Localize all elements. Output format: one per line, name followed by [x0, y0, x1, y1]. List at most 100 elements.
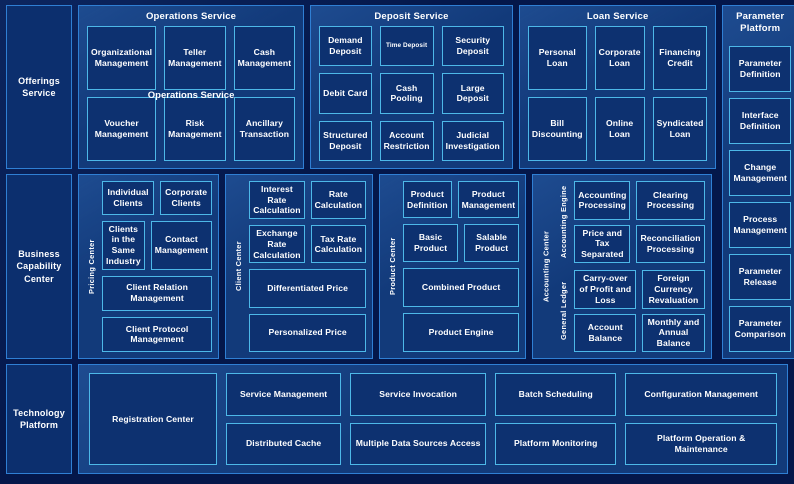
- item-financing-credit[interactable]: Financing Credit: [652, 26, 708, 90]
- item-demand-deposit[interactable]: Demand Deposit: [319, 26, 372, 67]
- item-parameter-release[interactable]: Parameter Release: [729, 253, 791, 300]
- spine-business-capability-center: Business Capability Center: [6, 174, 72, 359]
- item-account-balance[interactable]: Account Balance: [574, 313, 637, 352]
- loan-service-items: Personal Loan Corporate Loan Financing C…: [527, 26, 708, 161]
- panel-technology-platform[interactable]: Registration Center Service Management D…: [78, 364, 788, 474]
- item-time-deposit[interactable]: Time Deposit: [379, 26, 434, 67]
- spine-technology-platform: Technology Platform: [6, 364, 72, 474]
- item-registration-center[interactable]: Registration Center: [89, 373, 217, 465]
- deposit-service-items: Demand Deposit Time Deposit Security Dep…: [319, 26, 504, 161]
- item-process-management[interactable]: Process Management: [729, 201, 791, 248]
- row-pair-1: Individual Clients Corporate Clients: [102, 181, 213, 215]
- item-syndicated-loan[interactable]: Syndicated Loan: [652, 97, 708, 161]
- tech-column-2: Service Invocation Multiple Data Sources…: [350, 373, 487, 465]
- item-clients-in-the-same-industry[interactable]: Clients in the Same Industry: [102, 220, 145, 270]
- item-ancillary-transaction[interactable]: Ancillary Transaction: [233, 97, 296, 161]
- section-general-ledger: General Ledger Carry-over of Profit and …: [557, 270, 705, 352]
- item-client-protocol-management[interactable]: Client Protocol Management: [102, 316, 213, 352]
- vlabel-accounting-center: Accounting Center: [541, 230, 551, 303]
- item-basic-product[interactable]: Basic Product: [403, 224, 459, 262]
- panel-title-deposit-service: Deposit Service: [374, 11, 449, 22]
- item-risk-management[interactable]: Risk Management: [164, 97, 226, 161]
- business-capability-groups: Pricing Center Individual Clients Corpor…: [78, 174, 712, 359]
- item-product-definition[interactable]: Product Definition: [403, 181, 452, 219]
- item-corporate-clients[interactable]: Corporate Clients: [160, 181, 213, 215]
- tech-column-1: Service Management Distributed Cache: [226, 373, 342, 465]
- item-service-management[interactable]: Service Management: [226, 373, 342, 416]
- item-corporate-loan[interactable]: Corporate Loan: [594, 26, 645, 90]
- vlabel-accounting-engine: Accounting Engine: [559, 185, 569, 259]
- section-accounting-engine: Accounting Engine Accounting Processing …: [557, 181, 705, 263]
- item-personalized-price[interactable]: Personalized Price: [249, 313, 367, 352]
- item-accounting-processing[interactable]: Accounting Processing: [574, 181, 631, 220]
- item-voucher-management[interactable]: Voucher Management: [87, 97, 157, 161]
- item-bill-discounting[interactable]: Bill Discounting: [527, 97, 587, 161]
- item-combined-product[interactable]: Combined Product: [403, 267, 520, 307]
- vlabel-client-center: Client Center: [234, 241, 244, 292]
- item-reconciliation-processing[interactable]: Reconciliation Processing: [636, 224, 705, 263]
- row-pair-1: Product Definition Product Management: [403, 181, 520, 219]
- item-parameter-comparison[interactable]: Parameter Comparison: [729, 305, 791, 352]
- item-interest-rate-calculation[interactable]: Interest Rate Calculation: [249, 181, 305, 220]
- general-ledger-items: Carry-over of Profit and Loss Foreign Cu…: [574, 270, 705, 352]
- panel-parameter-platform[interactable]: Parameter Platform Parameter Definition …: [722, 5, 794, 359]
- item-online-loan[interactable]: Online Loan: [594, 97, 645, 161]
- panel-pricing-center[interactable]: Pricing Center Individual Clients Corpor…: [78, 174, 220, 359]
- item-configuration-management[interactable]: Configuration Management: [625, 373, 778, 416]
- tech-column-3: Batch Scheduling Platform Monitoring: [495, 373, 617, 465]
- item-security-deposit[interactable]: Security Deposit: [441, 26, 504, 67]
- panel-loan-service[interactable]: Loan Service Personal Loan Corporate Loa…: [518, 5, 717, 169]
- item-personal-loan[interactable]: Personal Loan: [527, 26, 587, 90]
- row-full-1: Client Relation Management: [102, 275, 213, 311]
- item-client-relation-management[interactable]: Client Relation Management: [102, 275, 213, 311]
- panel-title-loan-service: Loan Service: [586, 11, 649, 22]
- item-interface-definition[interactable]: Interface Definition: [729, 97, 791, 144]
- item-clearing-processing[interactable]: Clearing Processing: [636, 181, 705, 220]
- item-debit-card[interactable]: Debit Card: [319, 73, 372, 114]
- item-platform-monitoring[interactable]: Platform Monitoring: [495, 422, 617, 465]
- item-cash-pooling[interactable]: Cash Pooling: [379, 73, 434, 114]
- row-pair-1: Interest Rate Calculation Rate Calculati…: [249, 181, 367, 220]
- panel-operations-service[interactable]: Operations Service Operations Service Or…: [78, 5, 305, 169]
- panel-title-operations-service: Operations Service: [145, 11, 237, 22]
- row-full-1: Differentiated Price: [249, 269, 367, 308]
- item-large-deposit[interactable]: Large Deposit: [441, 73, 504, 114]
- item-individual-clients[interactable]: Individual Clients: [102, 181, 155, 215]
- item-tax-rate-calculation[interactable]: Tax Rate Calculation: [310, 225, 367, 264]
- item-price-and-tax-separated[interactable]: Price and Tax Separated: [574, 224, 631, 263]
- row-full-2: Client Protocol Management: [102, 316, 213, 352]
- pricing-center-items: Individual Clients Corporate Clients Cli…: [102, 181, 213, 352]
- item-cash-management[interactable]: Cash Management: [233, 26, 296, 90]
- item-exchange-rate-calculation[interactable]: Exchange Rate Calculation: [249, 225, 305, 264]
- panel-client-center[interactable]: Client Center Interest Rate Calculation …: [225, 174, 374, 359]
- spine-offerings-service: Offerings Service: [6, 5, 72, 169]
- item-service-invocation[interactable]: Service Invocation: [350, 373, 487, 416]
- item-judicial-investigation[interactable]: Judicial Investigation: [441, 120, 504, 161]
- accounting-center-sections: Accounting Engine Accounting Processing …: [557, 181, 705, 352]
- item-organizational-management[interactable]: Organizational Management: [87, 26, 157, 90]
- row-full-2: Personalized Price: [249, 313, 367, 352]
- item-salable-product[interactable]: Salable Product: [464, 224, 520, 262]
- item-change-management[interactable]: Change Management: [729, 149, 791, 196]
- item-structured-deposit[interactable]: Structured Deposit: [319, 120, 372, 161]
- item-account-restriction[interactable]: Account Restriction: [379, 120, 434, 161]
- item-contact-management[interactable]: Contact Management: [150, 220, 213, 270]
- item-rate-calculation[interactable]: Rate Calculation: [310, 181, 367, 220]
- item-distributed-cache[interactable]: Distributed Cache: [226, 422, 342, 465]
- item-teller-management[interactable]: Teller Management: [164, 26, 226, 90]
- item-batch-scheduling[interactable]: Batch Scheduling: [495, 373, 617, 416]
- item-product-engine[interactable]: Product Engine: [403, 312, 520, 352]
- panel-accounting-center[interactable]: Accounting Center Accounting Engine Acco…: [532, 174, 712, 359]
- registration-center-wrap: Registration Center: [89, 373, 217, 465]
- item-platform-operation-and-maintenance[interactable]: Platform Operation & Maintenance: [625, 422, 778, 465]
- product-center-items: Product Definition Product Management Ba…: [403, 181, 520, 352]
- item-differentiated-price[interactable]: Differentiated Price: [249, 269, 367, 308]
- item-product-management[interactable]: Product Management: [457, 181, 520, 219]
- item-monthly-and-annual-balance[interactable]: Monthly and Annual Balance: [642, 313, 705, 352]
- item-parameter-definition[interactable]: Parameter Definition: [729, 45, 791, 92]
- item-foreign-currency-revaluation[interactable]: Foreign Currency Revaluation: [642, 270, 705, 309]
- panel-deposit-service[interactable]: Deposit Service Demand Deposit Time Depo…: [310, 5, 513, 169]
- item-multiple-data-sources-access[interactable]: Multiple Data Sources Access: [350, 422, 487, 465]
- panel-product-center[interactable]: Product Center Product Definition Produc…: [379, 174, 527, 359]
- item-carry-over-of-profit-and-loss[interactable]: Carry-over of Profit and Loss: [574, 270, 637, 309]
